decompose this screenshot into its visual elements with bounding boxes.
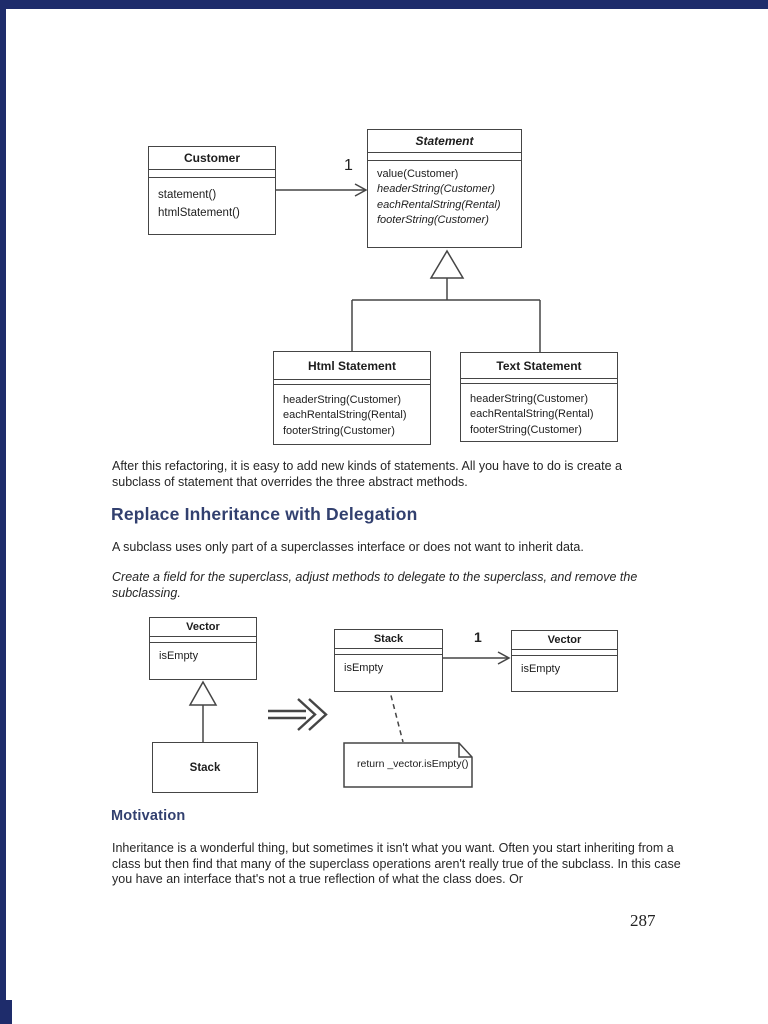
- method: isEmpty: [159, 650, 199, 662]
- becomes-arrow-icon: [268, 698, 328, 731]
- attributes-compartment: [150, 637, 256, 643]
- open-arrowhead-icon: [354, 183, 368, 197]
- section-heading-replace-inheritance: Replace Inheritance with Delegation: [111, 504, 418, 524]
- uml-class-stack-before: Stack: [152, 742, 258, 793]
- paragraph-inheritance: Inheritance is a wonderful thing, but so…: [112, 841, 681, 887]
- uml-class-html-statement: Html Statement headerString(Customer) ea…: [273, 351, 431, 445]
- page-number: 287: [630, 911, 656, 930]
- attributes-compartment: [512, 650, 617, 656]
- class-title: Vector: [512, 631, 617, 650]
- multiplicity-label: 1: [344, 157, 353, 174]
- scan-edge-left: [0, 0, 6, 1024]
- class-title: Stack: [335, 630, 442, 649]
- method-abstract: footerString(Customer): [377, 214, 489, 227]
- method: value(Customer): [377, 168, 459, 180]
- methods-compartment: headerString(Customer) eachRentalString(…: [461, 384, 617, 438]
- method: statement(): [158, 189, 217, 201]
- method: htmlStatement(): [158, 206, 240, 219]
- methods-compartment: isEmpty: [335, 655, 442, 676]
- class-title: Text Statement: [461, 353, 617, 379]
- paragraph-create-field: Create a field for the superclass, adjus…: [112, 570, 638, 600]
- uml-class-customer: Customer statement() htmlStatement(): [148, 146, 276, 235]
- attributes-compartment: [368, 153, 521, 161]
- attributes-compartment: [335, 649, 442, 655]
- class-title: Vector: [150, 618, 256, 637]
- method-abstract: eachRentalString(Rental): [377, 198, 501, 211]
- generalization-triangle-icon: [188, 680, 218, 706]
- method: headerString(Customer): [283, 394, 401, 406]
- method: isEmpty: [344, 662, 384, 674]
- paragraph-subclass: A subclass uses only part of a superclas…: [112, 540, 584, 554]
- uml-class-vector-after: Vector isEmpty: [511, 630, 618, 692]
- class-title: Customer: [149, 147, 275, 170]
- uml-class-stack-after: Stack isEmpty: [334, 629, 443, 692]
- multiplicity-label: 1: [474, 629, 482, 645]
- methods-compartment: statement() htmlStatement(): [149, 178, 275, 222]
- class-title: Statement: [368, 130, 521, 153]
- open-arrowhead-icon: [497, 651, 511, 665]
- method-abstract: headerString(Customer): [377, 183, 495, 196]
- methods-compartment: headerString(Customer) eachRentalString(…: [274, 385, 430, 439]
- section-heading-motivation: Motivation: [111, 808, 186, 824]
- scan-edge-corner: [0, 1000, 12, 1024]
- method: eachRentalString(Rental): [283, 409, 407, 422]
- paragraph-after-refactoring: After this refactoring, it is easy to ad…: [112, 459, 622, 489]
- method: isEmpty: [521, 663, 561, 675]
- method: footerString(Customer): [283, 424, 395, 437]
- note-fold-icon: [458, 743, 472, 758]
- attributes-compartment: [461, 379, 617, 384]
- attributes-compartment: [274, 380, 430, 385]
- uml-class-vector-before: Vector isEmpty: [149, 617, 257, 680]
- uml-class-statement: Statement value(Customer) headerString(C…: [367, 129, 522, 248]
- methods-compartment: isEmpty: [512, 656, 617, 677]
- scan-edge-top: [0, 0, 768, 9]
- generalization-triangle-icon: [429, 249, 465, 279]
- methods-compartment: isEmpty: [150, 643, 256, 664]
- method: eachRentalString(Rental): [470, 408, 594, 421]
- class-title: Html Statement: [274, 352, 430, 380]
- class-title: Stack: [189, 761, 221, 774]
- method: headerString(Customer): [470, 393, 588, 405]
- methods-compartment: value(Customer) headerString(Customer) e…: [368, 161, 521, 229]
- uml-note-text: return _vector.isEmpty(): [357, 758, 469, 770]
- attributes-compartment: [149, 170, 275, 178]
- method: footerString(Customer): [470, 423, 582, 436]
- uml-class-text-statement: Text Statement headerString(Customer) ea…: [460, 352, 618, 442]
